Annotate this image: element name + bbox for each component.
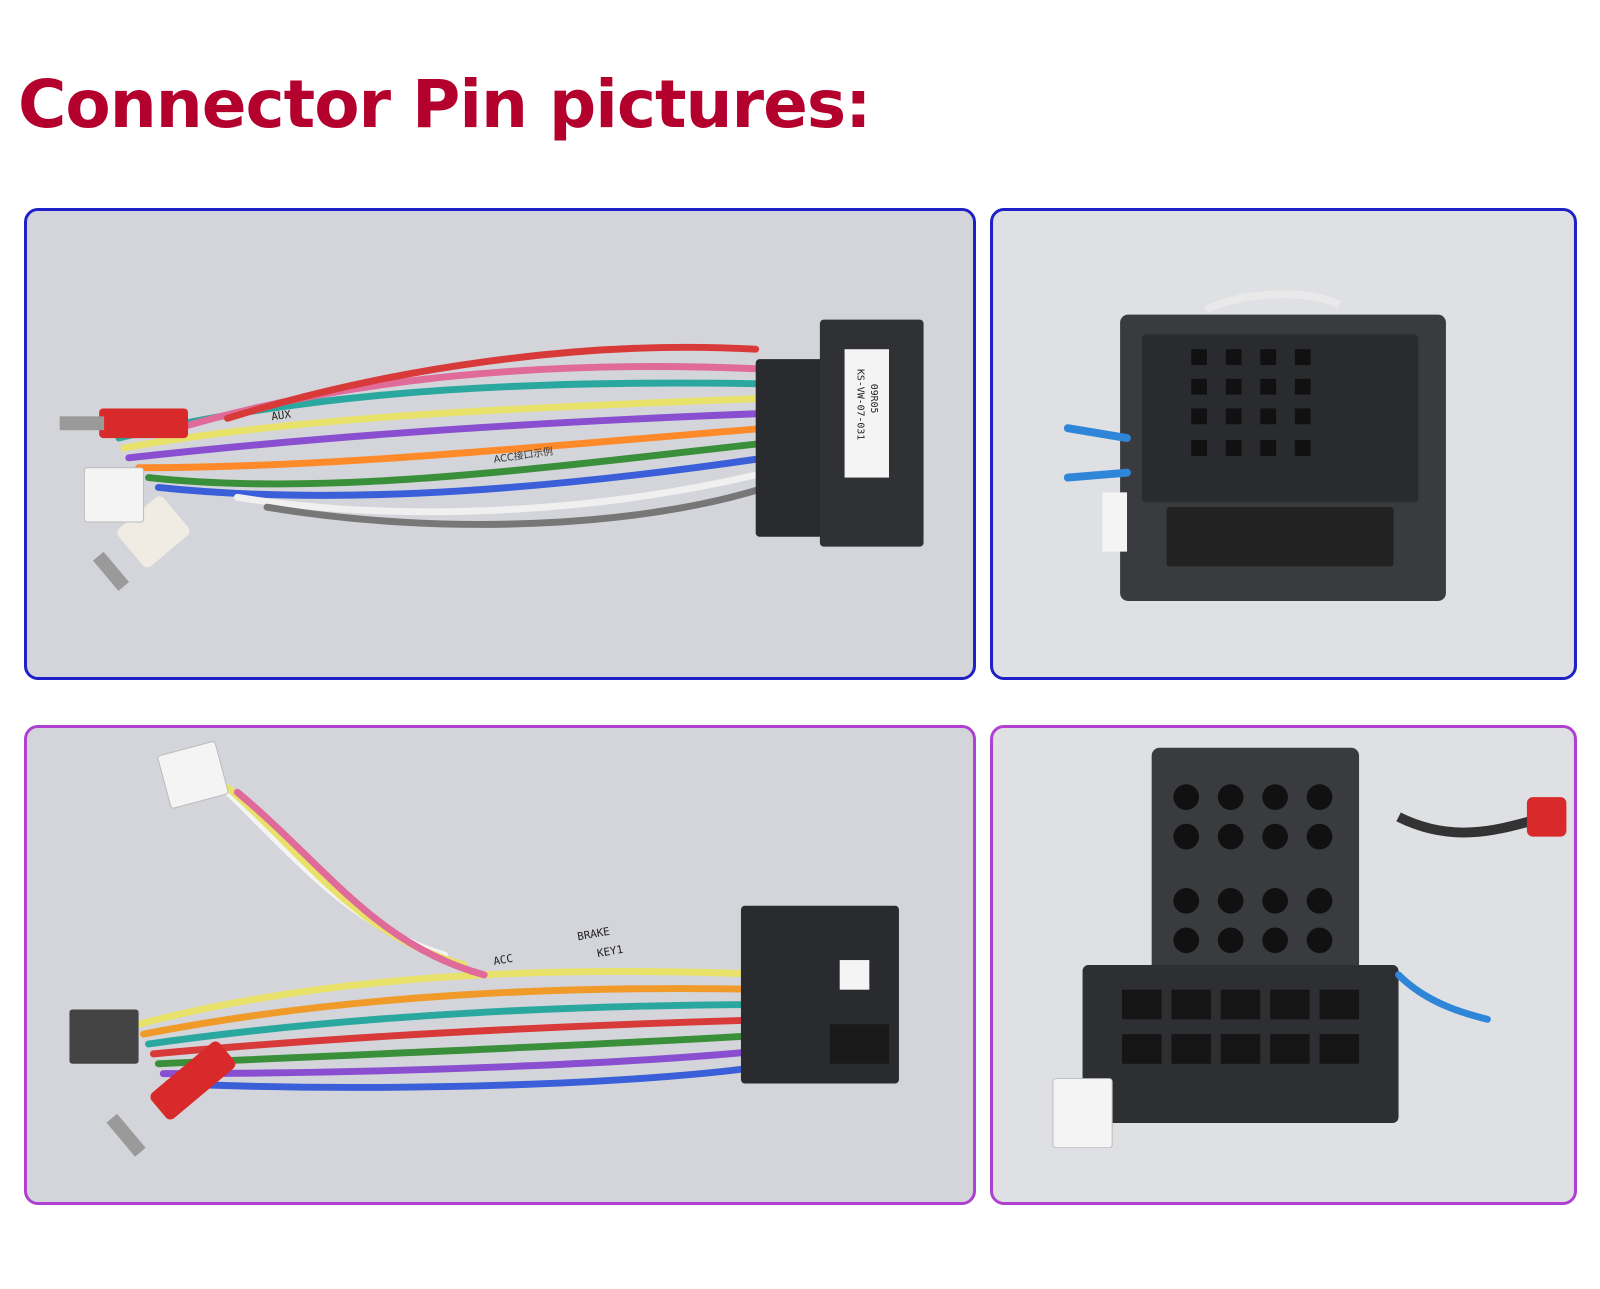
- rca-plug-white-top: [93, 496, 190, 591]
- connector-illustration-bottom: [993, 728, 1574, 1202]
- rca-plug-red-bottom: [106, 1041, 236, 1157]
- harness-photo-bottom: BRAKE KEY1 ACC: [24, 725, 976, 1205]
- aux-label: AUX: [271, 408, 293, 424]
- main-connector-bottom: [740, 905, 899, 1084]
- page-title: Connector Pin pictures:: [18, 66, 872, 143]
- connector-illustration-top: [993, 211, 1574, 677]
- rca-plug-red-top: [59, 408, 189, 439]
- key1-label: KEY1: [596, 943, 624, 960]
- part-number-label: KS-VW-07-031: [854, 369, 865, 440]
- main-connector-top: [755, 319, 924, 547]
- harness-illustration-top: AUX KS-VW-07-031 09R05 ACC接口示例: [30, 211, 970, 677]
- harness-photo-top: AUX KS-VW-07-031 09R05 ACC接口示例: [24, 208, 976, 680]
- harness-illustration-bottom: BRAKE KEY1 ACC: [29, 728, 971, 1202]
- brake-label: BRAKE: [576, 925, 610, 943]
- connector-photo-bottom: [990, 725, 1577, 1205]
- connector-photo-top: [990, 208, 1577, 680]
- batch-label: 09R05: [868, 384, 879, 414]
- acc-label: ACC: [492, 952, 514, 968]
